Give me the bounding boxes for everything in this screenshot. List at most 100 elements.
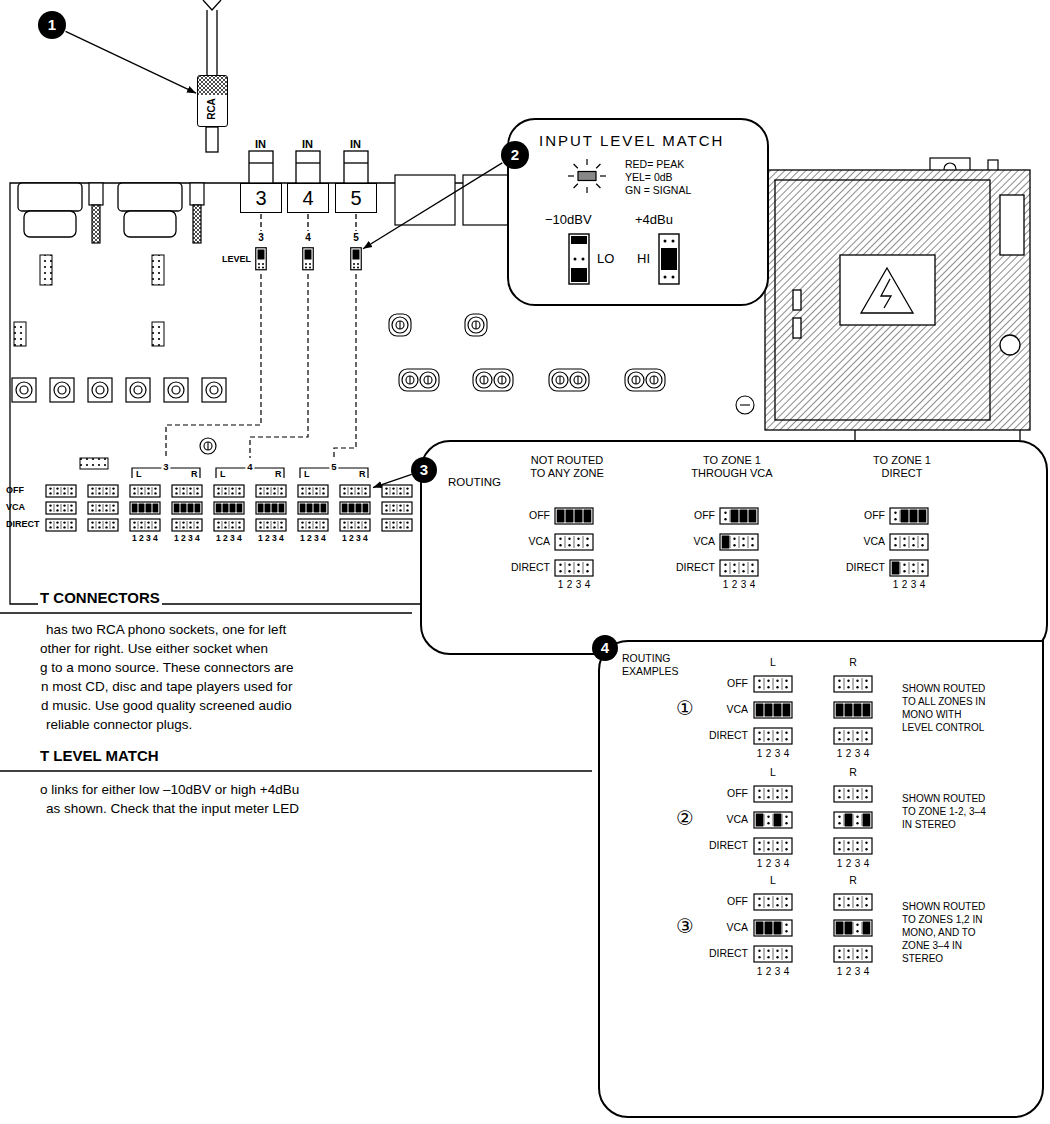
jumper-block [96, 521, 97, 529]
trimmer [494, 372, 510, 388]
jumper-block [385, 492, 387, 494]
jumper-block [152, 521, 153, 529]
jumper-block [308, 492, 310, 494]
jumper-block [845, 814, 853, 827]
jumper-block [399, 504, 401, 506]
callout-panel: ROUTING EXAMPLES①LROFFVCADIRECT12341234S… [598, 640, 1044, 1118]
jumper-block [892, 562, 900, 575]
jumper-block [901, 510, 909, 523]
jumper-block [56, 521, 58, 523]
jumper-block [856, 842, 858, 844]
jumper-block [863, 704, 871, 717]
jumper-block [845, 922, 853, 935]
jumper-block [834, 676, 872, 692]
jumper-block [583, 562, 584, 574]
jumper-block [229, 504, 230, 512]
potentiometer [190, 183, 204, 205]
jumper-block [776, 898, 778, 900]
jumper-block [224, 521, 226, 523]
signal-wire [250, 274, 308, 458]
jumper-block [98, 521, 100, 523]
panel-text: SHOWN ROUTED TO ZONE 1-2, 3–4 IN STEREO [902, 792, 994, 831]
jumper-block [773, 730, 774, 742]
jumper-block [751, 564, 753, 566]
jumper-block [577, 538, 579, 540]
jumper-block [314, 504, 320, 513]
jumper-block [764, 922, 765, 934]
callout-number: 2 [511, 146, 519, 164]
trimmer [625, 369, 665, 391]
led-indicator [596, 164, 600, 168]
jumper-block [912, 538, 914, 540]
jumper-block [764, 730, 765, 742]
input-connector [168, 382, 184, 398]
panel-text: TO ZONE 1 THROUGH VCA [685, 454, 780, 480]
jumper-block [154, 526, 156, 528]
jumper-block [236, 504, 237, 512]
jumper-block [382, 502, 412, 514]
rca-socket: IN3 [240, 183, 282, 213]
jumper-block [847, 904, 849, 906]
jumper-block [758, 956, 760, 958]
jumper-block [838, 848, 840, 850]
jumper-block [862, 948, 863, 960]
jumper-block [847, 950, 849, 952]
jumper-block [853, 840, 854, 852]
board-label: VCA [6, 502, 25, 513]
jumper-block [180, 487, 181, 495]
jumper-block [406, 492, 408, 494]
panel-text: DIRECT [709, 839, 748, 852]
pin-header [14, 255, 164, 469]
jumper-block [266, 492, 268, 494]
jumper-block [557, 510, 565, 523]
led-indicator [568, 159, 606, 193]
jumper-block [776, 790, 778, 792]
jumper-block [88, 485, 118, 497]
jumper-block [343, 521, 345, 523]
panel-text: OFF [694, 509, 715, 522]
transformer [793, 318, 801, 338]
jumper-block [782, 840, 783, 852]
connector [260, 214, 261, 231]
jumper-block [145, 521, 146, 529]
example-jumpers [754, 676, 872, 962]
jumper-block [785, 898, 787, 900]
jumper-block [382, 502, 412, 514]
jumper-block [88, 519, 118, 531]
jumper-block [70, 504, 72, 506]
jumper-block [773, 678, 774, 690]
jumper-block [103, 521, 104, 529]
jumper-block [739, 562, 740, 574]
jumper-block [853, 814, 854, 826]
jumper-block [154, 487, 156, 489]
manual-text: T LEVEL MATCH [38, 747, 161, 765]
jumper-block [555, 560, 593, 576]
trimmer [549, 369, 589, 391]
jumper-block [574, 536, 575, 548]
jumper-block [280, 521, 282, 523]
jumper-block [348, 504, 349, 512]
trimmer [402, 372, 418, 388]
board-label: R [191, 469, 198, 480]
jumper-block [392, 509, 394, 511]
jumper-block [217, 526, 219, 528]
jumper-block [320, 521, 321, 529]
jumper-block [856, 930, 858, 932]
led-indicator [574, 184, 578, 188]
jumper-block [214, 519, 244, 531]
rca-cable [203, 0, 221, 10]
jumper-block [733, 570, 735, 572]
jumper-block [88, 519, 118, 531]
trimmer [200, 314, 803, 454]
input-connector [164, 378, 188, 402]
jumper-block [566, 510, 574, 523]
jumper-block [306, 504, 307, 512]
jumper-block [834, 946, 872, 962]
jumper-block [130, 485, 160, 497]
jumper-block [720, 560, 758, 576]
jumper-block [397, 504, 398, 512]
jumper-block [340, 502, 370, 514]
jumper-block [782, 814, 783, 826]
panel-text: R [849, 874, 857, 887]
jumper-block [559, 544, 561, 546]
